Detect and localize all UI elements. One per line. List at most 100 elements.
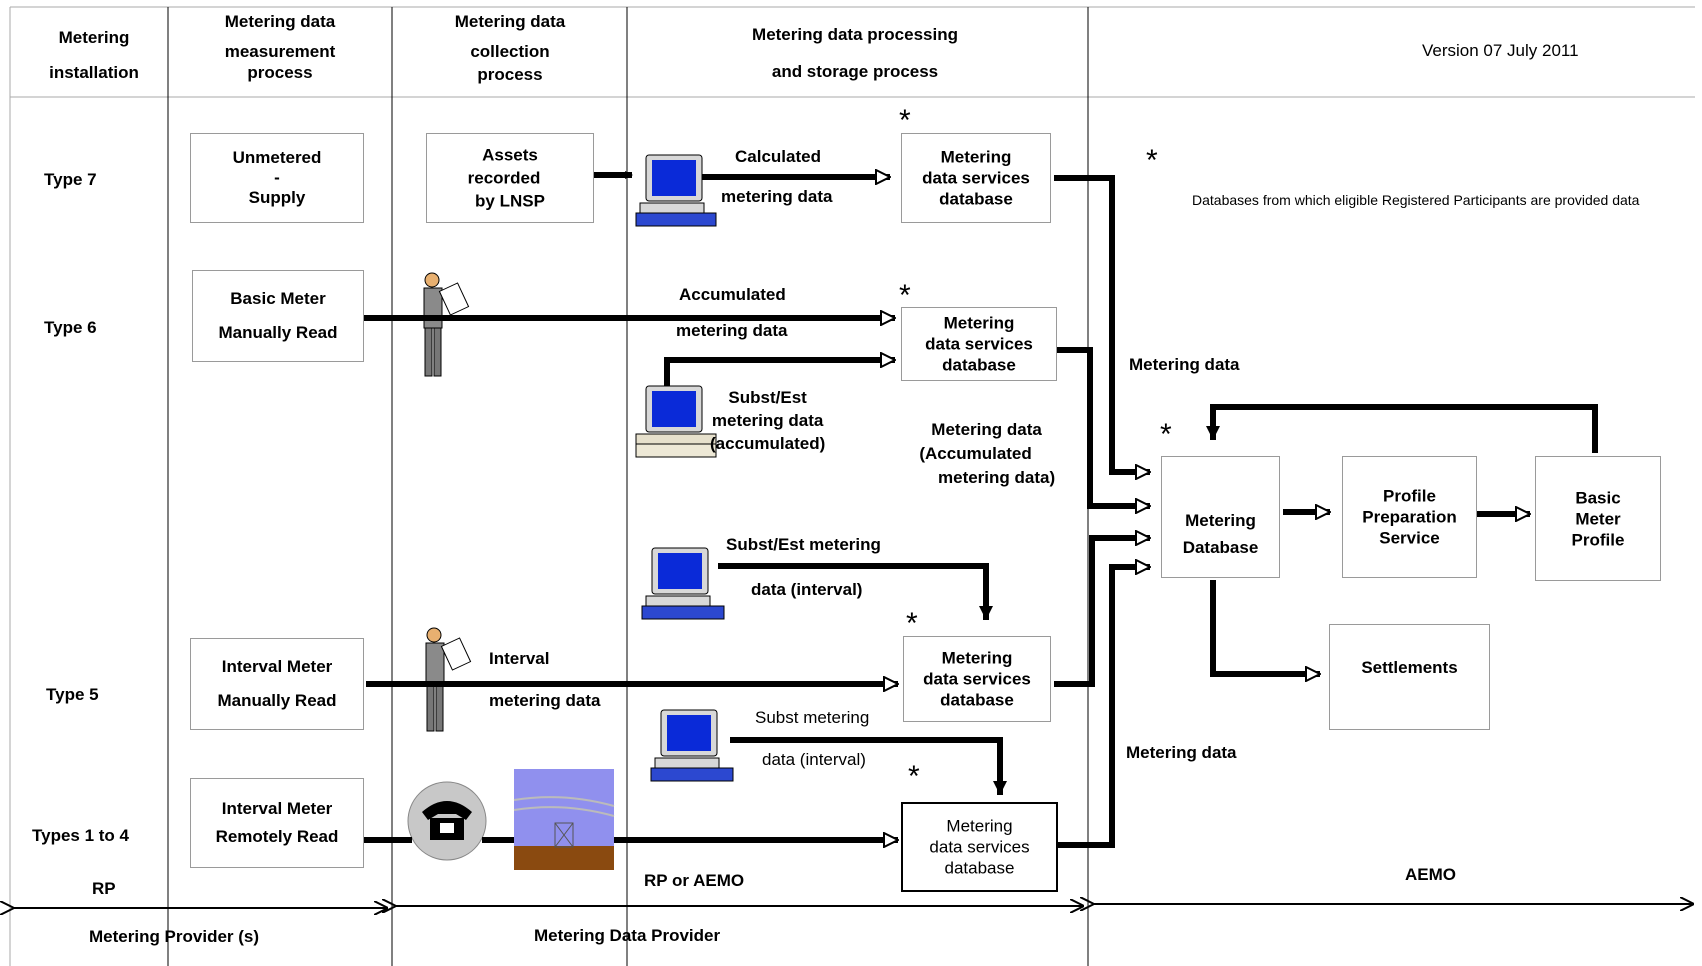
subst-accumulated-label: Subst/Est metering data (accumulated)	[710, 386, 825, 455]
label-line: Metering data	[931, 420, 1042, 439]
metering-data-label-top: Metering data	[1129, 355, 1240, 374]
box-line: database	[944, 858, 1015, 878]
box-line: -	[274, 168, 280, 187]
box-line: Profile	[1383, 486, 1436, 506]
star-marker: *	[899, 279, 911, 312]
box-line: database	[939, 189, 1013, 209]
label-line: metering data)	[938, 468, 1056, 487]
box-line: Metering	[941, 648, 1013, 668]
star-marker: *	[908, 760, 920, 793]
star-marker: *	[1160, 418, 1172, 451]
box-line: data services	[925, 334, 1033, 354]
header-line: Metering	[58, 28, 130, 47]
box-line: Assets	[482, 145, 538, 165]
box-line: Service	[1379, 528, 1440, 548]
mds-database-4: Metering data services database	[901, 802, 1058, 892]
subst-metering-label-2: data (interval)	[762, 750, 866, 769]
box-line: Interval Meter	[221, 657, 333, 676]
accumulated-label: Accumulated	[679, 285, 786, 304]
star-marker: *	[1146, 144, 1158, 177]
version-label: Version 07 July 2011	[1422, 41, 1579, 60]
box-line: Basic	[1575, 488, 1621, 507]
star-marker: *	[906, 607, 918, 640]
mds-database-2: Metering data services database	[901, 307, 1057, 381]
header-line: Metering data	[224, 12, 336, 31]
header-line: Metering data	[454, 12, 566, 31]
type-7-label: Type 7	[44, 170, 97, 189]
computer-icon	[635, 154, 717, 227]
databases-note: Databases from which eligible Registered…	[1192, 192, 1640, 208]
settlements-box: Settlements	[1329, 624, 1490, 730]
box-line: Metering	[943, 313, 1015, 333]
accumulated-label-2: metering data	[676, 321, 788, 340]
header-processing-storage: Metering data processing and storage pro…	[630, 19, 1080, 87]
header-line: Metering data processing	[752, 25, 958, 44]
box-line: database	[940, 690, 1014, 710]
header-line: process	[247, 63, 313, 82]
header-collection-process: Metering data collection process	[395, 6, 625, 90]
metering-data-provider-label: Metering Data Provider	[534, 926, 721, 945]
mds-database-3: Metering data services database	[903, 636, 1051, 722]
box-line: Manually Read	[218, 323, 338, 342]
label-line: (accumulated)	[710, 434, 826, 453]
interval-meter-manual-box: Interval Meter Manually Read	[190, 638, 364, 730]
settlements-label: Settlements	[1361, 658, 1458, 677]
subst-interval-label: Subst/Est metering	[726, 535, 881, 554]
header-line: measurement	[224, 42, 336, 61]
box-line: recorded	[467, 168, 541, 188]
meter-reader-icon	[425, 627, 472, 732]
telephone-icon	[407, 781, 487, 861]
header-line: and storage process	[771, 62, 939, 81]
box-line: by LNSP	[475, 191, 545, 211]
box-line: Meter	[1575, 509, 1621, 528]
header-measurement-process: Metering data measurement process	[170, 6, 390, 88]
basic-meter-profile-box: Basic Meter Profile	[1535, 456, 1661, 581]
types-1-to-4-label: Types 1 to 4	[32, 826, 129, 845]
metering-data-label-bottom: Metering data	[1126, 743, 1237, 762]
computer-icon	[650, 709, 734, 782]
interval-label: Interval	[489, 649, 550, 668]
subst-interval-label-2: data (interval)	[751, 580, 863, 599]
box-line: Database	[1182, 538, 1259, 557]
header-metering-installation: Metering installation	[20, 22, 168, 88]
box-line: Basic Meter	[230, 289, 326, 308]
box-line: Preparation	[1362, 507, 1457, 527]
box-line: Supply	[248, 188, 306, 207]
box-line: data services	[929, 837, 1030, 857]
metering-database-box: Metering Database	[1161, 456, 1280, 578]
assets-recorded-box: Assets recorded by LNSP	[426, 133, 594, 223]
box-line: Metering	[946, 816, 1013, 836]
tower-landscape-image	[513, 769, 615, 870]
unmetered-supply-box: Unmetered - Supply	[190, 133, 364, 223]
mds-database-1: Metering data services database	[901, 133, 1051, 223]
star-marker: *	[899, 104, 911, 137]
box-line: Interval Meter	[221, 799, 333, 818]
box-line: Metering	[940, 147, 1012, 167]
interval-label-2: metering data	[489, 691, 601, 710]
profile-preparation-box: Profile Preparation Service	[1342, 456, 1477, 578]
box-line: Metering	[1185, 511, 1256, 530]
rp-or-aemo-label: RP or AEMO	[644, 871, 745, 890]
box-line: Unmetered	[232, 148, 322, 167]
box-line: Profile	[1571, 530, 1625, 549]
meter-reader-icon	[423, 272, 470, 377]
header-line: installation	[49, 63, 139, 82]
header-line: collection	[470, 42, 550, 61]
type-6-label: Type 6	[44, 318, 97, 337]
interval-meter-remote-box: Interval Meter Remotely Read	[190, 778, 364, 868]
type-5-label: Type 5	[46, 685, 99, 704]
rp-label: RP	[92, 879, 116, 898]
header-line: process	[477, 65, 543, 84]
aemo-label: AEMO	[1405, 865, 1456, 884]
box-line: data services	[923, 669, 1031, 689]
calculated-label: Calculated	[735, 147, 821, 166]
label-line: (Accumulated	[919, 444, 1032, 463]
label-line: metering data	[711, 411, 824, 430]
frame-lines	[9, 6, 1695, 966]
subst-metering-label: Subst metering	[755, 708, 870, 727]
box-line: Manually Read	[217, 691, 337, 710]
computer-icon	[635, 385, 717, 458]
calculated-label-2: metering data	[721, 187, 833, 206]
computer-icon	[641, 547, 725, 620]
